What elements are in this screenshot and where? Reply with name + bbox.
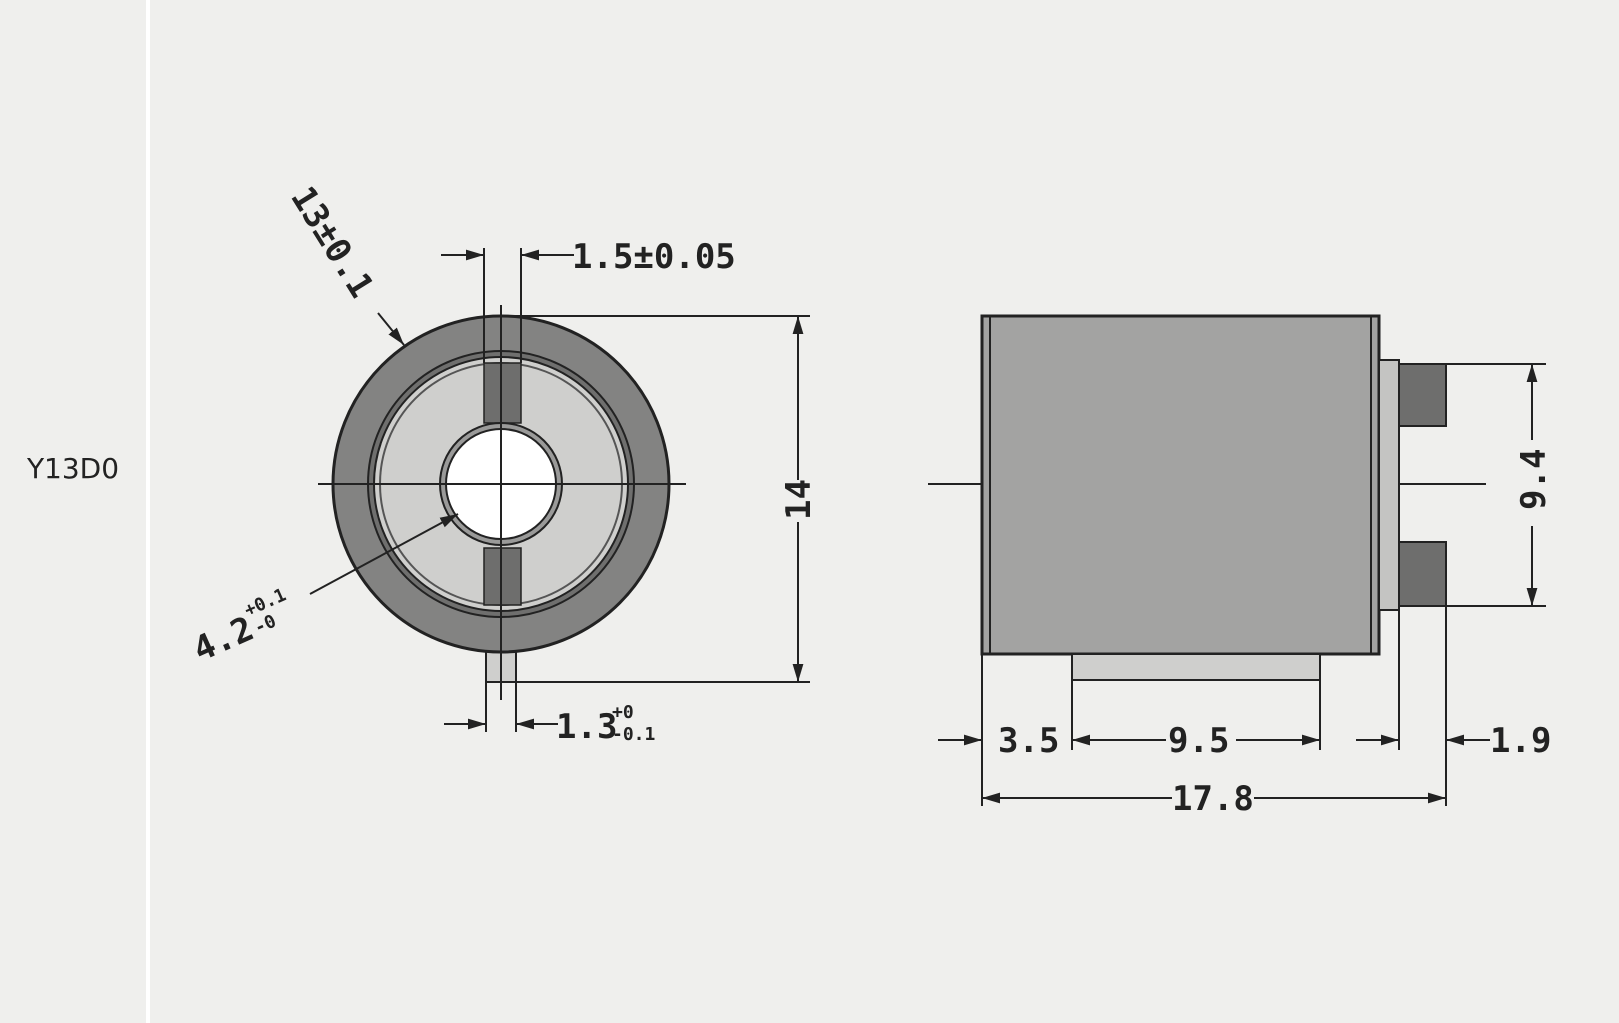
model-column: Y13D0 [0, 0, 146, 1023]
pin-tol-lower: -0.1 [612, 724, 655, 745]
side-base [1071, 653, 1321, 681]
column-divider [146, 0, 150, 1023]
slot-top [483, 362, 522, 424]
terminal-width-label: 1.9 [1490, 721, 1551, 761]
overall-length-label: 17.8 [1172, 779, 1254, 819]
bore-dimension: 4.2 +0.1 -0 [187, 584, 289, 670]
slot-width-label: 1.5±0.05 [572, 237, 736, 277]
terminal-bottom [1398, 541, 1447, 607]
base-length-label: 9.5 [1168, 721, 1229, 761]
slot-bottom [483, 547, 522, 606]
height-label: 14 [779, 479, 819, 520]
pin-tol-upper: +0 [612, 702, 634, 723]
side-neck [1378, 359, 1400, 611]
side-body [980, 314, 1381, 656]
bore-leader [309, 513, 459, 595]
side-view: 9.4 3.5 9.5 1.9 17.8 [928, 314, 1554, 819]
terminal-span-label: 9.4 [1514, 449, 1554, 510]
outer-diameter-label: 13±0.1 [282, 180, 381, 305]
model-label: Y13D0 [26, 452, 120, 485]
left-offset-label: 3.5 [998, 721, 1059, 761]
pin-label: 1.3 [556, 707, 617, 747]
terminal-top [1398, 363, 1447, 427]
od-leader [377, 312, 405, 346]
front-view: 13±0.1 1.5±0.05 14 4.2 +0.1 -0 [187, 180, 819, 747]
